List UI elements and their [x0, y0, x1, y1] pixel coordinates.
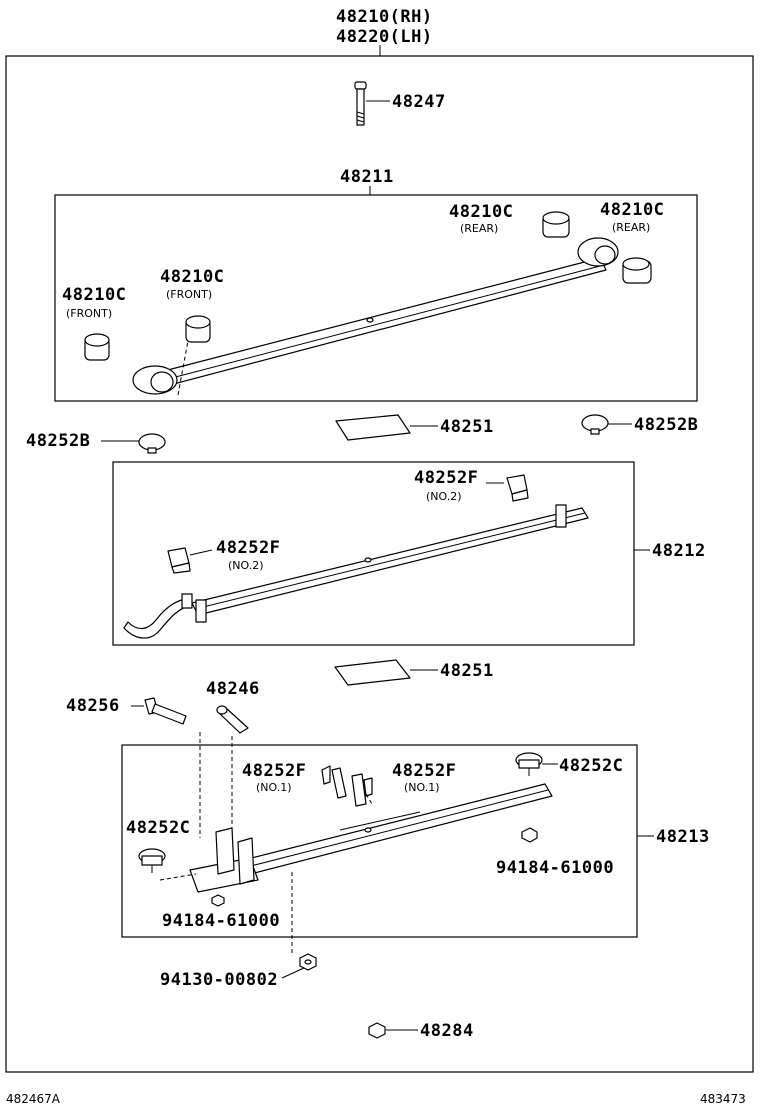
- clip-no1-right-label: 48252F: [392, 761, 456, 781]
- clip-no2-top-note: (NO.2): [426, 490, 462, 503]
- clip-no2-top-icon: [506, 474, 529, 502]
- nut-48284-label: 48284: [420, 1021, 474, 1041]
- bush-rear-right-note: (REAR): [612, 221, 650, 234]
- nut-94130-leader: [281, 967, 305, 979]
- insert-48252b-left-label: 48252B: [26, 431, 90, 451]
- bolt-48247-icon: [354, 81, 367, 126]
- insert-48252b-left-icon: [138, 433, 166, 454]
- bush-rear-top-label: 48210C: [449, 202, 513, 222]
- clip-no2-top-label: 48252F: [414, 468, 478, 488]
- main-leaf-spring-icon: [132, 237, 619, 395]
- assembly-lh-label: 48220(LH): [336, 27, 433, 47]
- leaf-48213-label: 48213: [656, 827, 710, 847]
- nut-94184-left-label: 94184-61000: [162, 911, 280, 931]
- bush-front-mid-label: 48210C: [160, 267, 224, 287]
- nut-94130-icon: [299, 953, 317, 971]
- leaf-48212-box: [112, 461, 635, 646]
- clip-no2-left-note: (NO.2): [228, 559, 264, 572]
- leaf-48212-label: 48212: [652, 541, 706, 561]
- bush-front-left-label: 48210C: [62, 285, 126, 305]
- clip-no1-dashline: [365, 793, 373, 805]
- insert-48252c-left-dashline: [159, 873, 197, 881]
- nut-48284-icon: [368, 1022, 386, 1039]
- nut-94184-right-icon: [521, 827, 538, 843]
- nut-94130-label: 94130-00802: [160, 970, 278, 990]
- bolt-48256-icon: [144, 697, 187, 725]
- clip-no1-left-label: 48252F: [242, 761, 306, 781]
- insert-48252c-left-label: 48252C: [126, 818, 190, 838]
- pad-48251-lower-icon: [334, 659, 411, 686]
- clip-no2-left-label: 48252F: [216, 538, 280, 558]
- clip-no1-left-note: (NO.1): [256, 781, 292, 794]
- bush-rear-right-label: 48210C: [600, 200, 664, 220]
- assembly-rh-label: 48210(RH): [336, 7, 433, 27]
- bolt-48256-label: 48256: [66, 696, 120, 716]
- clip-no1-left-icon: [321, 765, 347, 799]
- insert-48252b-right-label: 48252B: [634, 415, 698, 435]
- pad-48251-lower-label: 48251: [440, 661, 494, 681]
- bolt-48247-label: 48247: [392, 92, 446, 112]
- bush-front-mid-icon: [185, 315, 211, 343]
- footer-left-code: 482467A: [6, 1092, 61, 1106]
- bush-rear-right-icon: [622, 257, 652, 284]
- leaf-48211-label: 48211: [340, 167, 394, 187]
- clip-no2-left-icon: [167, 547, 191, 574]
- clip-no1-right-icon: [351, 773, 373, 807]
- footer-right-code: 483473: [700, 1092, 746, 1106]
- nut-94184-right-label: 94184-61000: [496, 858, 614, 878]
- second-leaf-spring-icon: [123, 504, 589, 639]
- bush-front-left-icon: [84, 333, 110, 361]
- clip-no1-right-note: (NO.1): [404, 781, 440, 794]
- insert-48252b-right-icon: [581, 414, 609, 435]
- pin-48246-icon: [216, 705, 249, 734]
- leaf-48211-box: [54, 194, 698, 402]
- clip-no2-left-leader: [189, 549, 213, 556]
- leaf-48213-box: [121, 744, 638, 938]
- insert-48252c-right-icon: [515, 752, 543, 776]
- bush-rear-top-icon: [542, 211, 570, 238]
- assembly-frame: [5, 55, 754, 1073]
- pad-48251-upper-label: 48251: [440, 417, 494, 437]
- nut-94184-left-icon: [211, 894, 225, 907]
- third-leaf-spring-icon: [189, 783, 553, 893]
- insert-48252c-left-icon: [138, 848, 166, 873]
- bush-rear-top-note: (REAR): [460, 222, 498, 235]
- pin-48246-label: 48246: [206, 679, 260, 699]
- bush-front-mid-note: (FRONT): [166, 288, 212, 301]
- bush-front-left-note: (FRONT): [66, 307, 112, 320]
- insert-48252c-right-label: 48252C: [559, 756, 623, 776]
- pad-48251-upper-icon: [335, 414, 411, 441]
